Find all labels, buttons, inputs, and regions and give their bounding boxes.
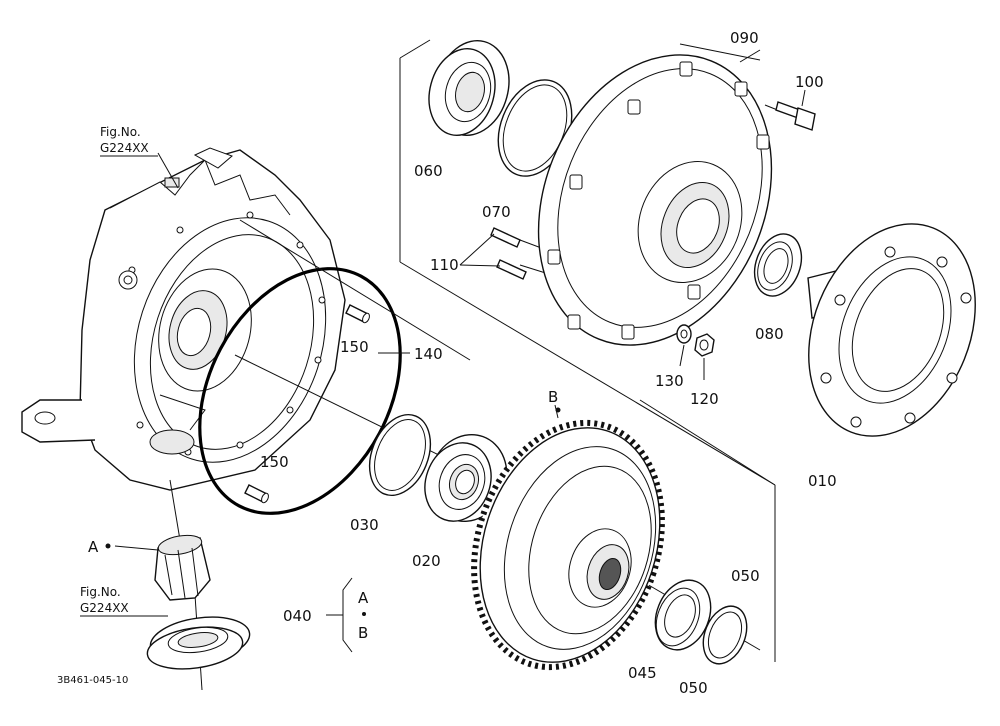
- callout-150-lower: 150: [260, 453, 289, 471]
- o-ring-070: [497, 79, 573, 177]
- drawing-code: 3B461-045-10: [57, 675, 128, 686]
- gear-case-housing: [21, 147, 346, 491]
- marker-a-label: A: [88, 538, 99, 556]
- callout-110: 110: [430, 256, 459, 274]
- axle-flange-010: [807, 223, 976, 437]
- group-040-a: A: [358, 589, 369, 607]
- pinion-bearing: [146, 616, 251, 670]
- group-040-brace: [326, 577, 366, 653]
- fig-ref-top-code: G224XX: [100, 141, 149, 155]
- callout-010: 010: [808, 472, 837, 490]
- callout-140: 140: [414, 345, 443, 363]
- callout-050-upper: 050: [731, 567, 760, 585]
- callout-070: 070: [482, 203, 511, 221]
- marker-b-label: B: [548, 388, 558, 406]
- assembly-boundary-upper: [399, 39, 776, 486]
- callout-045: 045: [628, 664, 657, 682]
- callout-150-upper: 150: [340, 338, 369, 356]
- stud-110-upper: [490, 227, 521, 248]
- bolt-100: [775, 101, 816, 131]
- bevel-pinion-gear: [154, 534, 211, 601]
- callout-090: 090: [730, 29, 759, 47]
- callout-030: 030: [350, 516, 379, 534]
- callout-050-lower: 050: [679, 679, 708, 697]
- callout-080: 080: [755, 325, 784, 343]
- callout-060: 060: [414, 162, 443, 180]
- group-040-b: B: [358, 624, 368, 642]
- callout-020: 020: [412, 552, 441, 570]
- callout-120: 120: [690, 390, 719, 408]
- marker-a-dot: [105, 543, 111, 549]
- dowel-pin-150-upper: [345, 304, 370, 324]
- bearing-060: [428, 40, 510, 137]
- assembly-boundary-lower: [639, 399, 776, 662]
- oil-seal-080: [753, 233, 803, 297]
- washer-130: [676, 324, 692, 344]
- leader-lines: [114, 49, 806, 617]
- shim-050: [702, 605, 748, 665]
- callout-130: 130: [655, 372, 684, 390]
- stud-110-lower: [496, 259, 527, 280]
- bevel-ring-gear: [471, 419, 665, 671]
- fig-ref-bottom-code: G224XX: [80, 601, 129, 615]
- gear-case-cover-090: [537, 54, 773, 346]
- o-ring-030: [368, 413, 432, 497]
- nut-120: [694, 333, 715, 357]
- callout-040: 040: [283, 607, 312, 625]
- fig-ref-bottom-label: Fig.No.: [80, 585, 121, 599]
- callout-100: 100: [795, 73, 824, 91]
- bearing-race-045: [654, 579, 712, 651]
- fig-ref-top-label: Fig.No.: [100, 125, 141, 139]
- dowel-pin-150-lower: [244, 484, 269, 504]
- marker-b-dot: [555, 407, 561, 413]
